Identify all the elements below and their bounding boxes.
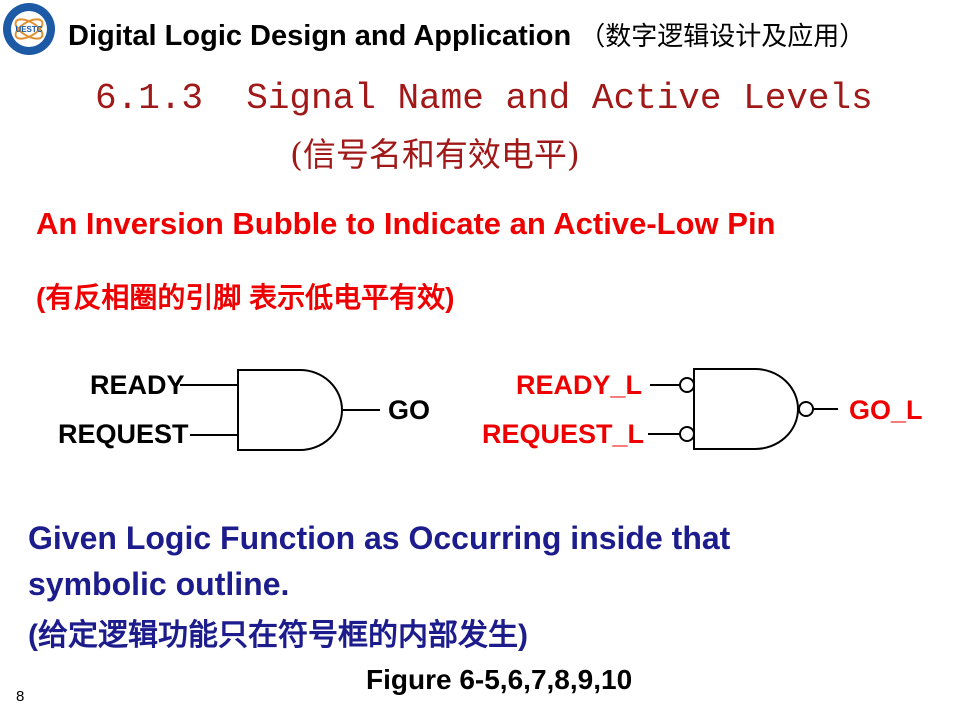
note-line-1: Given Logic Function as Occurring inside… — [28, 520, 731, 556]
svg-text:UESTC: UESTC — [15, 25, 42, 34]
course-title-cn: （数字逻辑设计及应用） — [579, 22, 866, 52]
inversion-bubble — [679, 426, 695, 442]
input-label-ready: READY — [90, 370, 185, 400]
input-label-request-l: REQUEST_L — [482, 419, 645, 449]
page-number: 8 — [16, 688, 25, 705]
heading-en: An Inversion Bubble to Indicate an Activ… — [36, 206, 776, 241]
input-label-request: REQUEST — [58, 419, 189, 449]
inversion-bubble — [798, 401, 814, 417]
and-gate-active-low — [648, 368, 838, 450]
heading-cn: (有反相圈的引脚 表示低电平有效) — [36, 282, 455, 313]
section-title: 6.1.3 Signal Name and Active Levels — [95, 78, 873, 119]
figure-reference: Figure 6-5,6,7,8,9,10 — [366, 664, 633, 695]
input-label-ready-l: READY_L — [516, 370, 643, 400]
section-subtitle: (信号名和有效电平) — [290, 135, 580, 174]
slide-header: Digital Logic Design and Application （数字… — [68, 16, 865, 53]
output-label-go-l: GO_L — [849, 395, 923, 425]
and-gate-active-high — [180, 369, 380, 451]
course-title: Digital Logic Design and Application — [68, 20, 572, 52]
note-line-3: (给定逻辑功能只在符号框的内部发生) — [28, 619, 528, 652]
output-label-go: GO — [388, 395, 431, 425]
note-line-2: symbolic outline. — [28, 566, 290, 602]
inversion-bubble — [679, 377, 695, 393]
university-logo: UESTC — [3, 3, 55, 55]
